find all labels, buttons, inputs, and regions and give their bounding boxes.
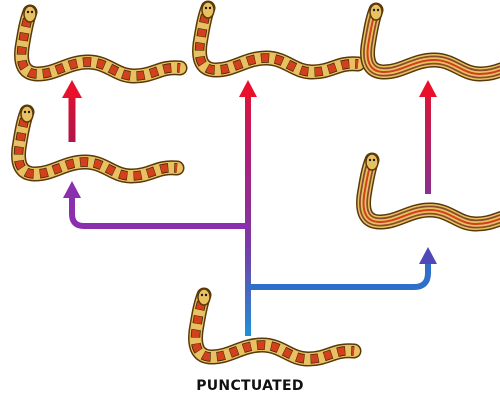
snake-right-top (368, 4, 500, 74)
arrowhead-left-middle (63, 181, 81, 198)
snake-head (366, 154, 378, 170)
snake-ancestor (196, 289, 354, 359)
snake-head (370, 4, 382, 20)
snake-head (202, 2, 214, 18)
arrowhead-right-middle (419, 247, 437, 264)
arrow-trunk-to-right-middle (248, 262, 428, 287)
snake-head (198, 289, 210, 305)
arrow-trunk-to-left-middle (72, 196, 248, 226)
snake-left-top (22, 6, 180, 76)
arrowhead-left-top (62, 80, 82, 98)
caption-label: PUNCTUATED (0, 378, 500, 394)
snake-head (21, 106, 33, 122)
arrowhead-right-top (419, 80, 437, 97)
snake-left-middle (19, 106, 177, 176)
snake-head (24, 6, 36, 22)
snake-right-middle (364, 154, 500, 224)
snake-center-top (200, 2, 358, 72)
arrowhead-center-top (239, 80, 257, 97)
arrows (62, 80, 437, 336)
